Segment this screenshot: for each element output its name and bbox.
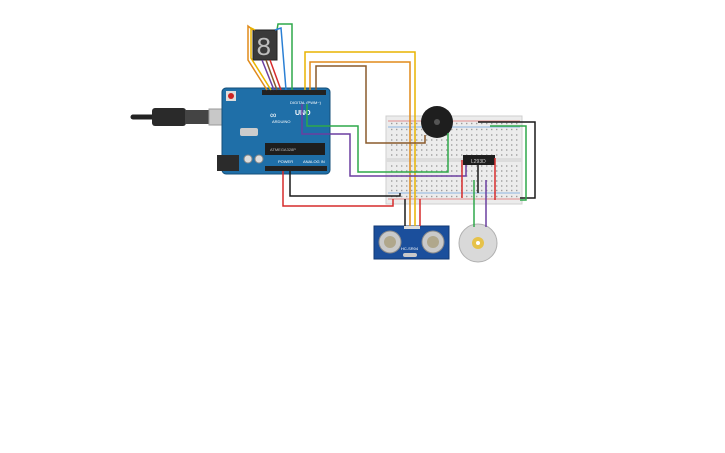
seven-segment-display[interactable]: 8: [252, 29, 278, 63]
power-analog-header: [265, 166, 327, 171]
analog-header-label: ANALOG IN: [303, 159, 325, 164]
reset-button-cap[interactable]: [228, 93, 234, 99]
motor-driver-label: L293D: [471, 159, 486, 165]
dc-motor-icon[interactable]: [458, 223, 498, 263]
buzzer-icon[interactable]: [421, 106, 453, 138]
board-model-label: UNO: [295, 110, 311, 117]
display-wires: [247, 23, 293, 91]
brand-label: ARDUINO: [272, 119, 290, 124]
digital-header: [262, 90, 326, 95]
seven-segment-digit: 8: [256, 33, 272, 63]
chip-label: ATMEGA328P: [270, 147, 296, 152]
atmega-chip: [265, 143, 325, 155]
power-header-label: POWER: [278, 159, 293, 164]
digital-header-label: DIGITAL (PWM~): [290, 100, 322, 105]
circuit-wires: [282, 51, 536, 227]
ultrasonic-model-label: HC-SR04: [401, 246, 419, 251]
arduino-logo-icon: ∞: [270, 110, 276, 120]
motor-driver-chip[interactable]: L293D: [463, 155, 495, 165]
breadboard[interactable]: [385, 115, 523, 205]
ultrasonic-sensor[interactable]: HC-SR04: [373, 225, 450, 260]
arduino-uno-board[interactable]: DIGITAL (PWM~) ∞ UNO ARDUINO ATMEGA328P …: [217, 87, 331, 175]
usb-cable-icon[interactable]: [130, 108, 238, 126]
